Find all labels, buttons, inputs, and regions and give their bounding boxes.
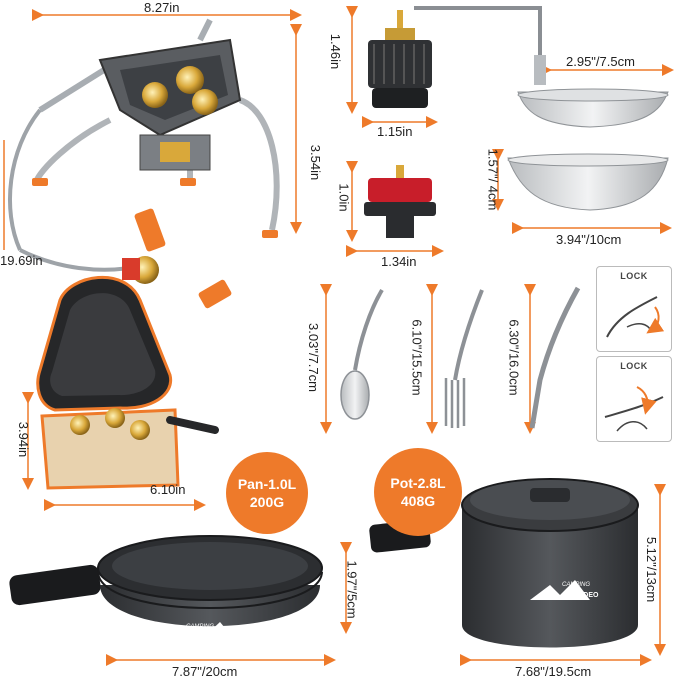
pan-height-label: 1.97"/5cm	[344, 560, 360, 619]
pan-brand-bottom: WADEO	[194, 633, 221, 640]
pan-brand-top: CAMPING	[186, 624, 215, 630]
hose-length-label: 19.69in	[0, 253, 43, 268]
bowl-drawing	[414, 6, 669, 211]
pan-badge-weight: 200G	[249, 494, 285, 510]
knife-length-label: 6.30"/16.0cm	[506, 319, 522, 396]
case-width-label: 6.10in	[150, 482, 186, 497]
hand-lock-icon	[606, 296, 665, 338]
lock-instruction-top: LOCK	[596, 266, 672, 352]
pan-drawing	[9, 535, 323, 640]
bowl-width-label: 3.94"/10cm	[556, 232, 622, 247]
pan-width-label: 7.87"/20cm	[172, 664, 238, 679]
pot-badge-weight: 408G	[400, 493, 436, 509]
pot-badge-name: Pot-2.8L	[390, 475, 446, 491]
adapter2-height-label: 1.0in	[336, 183, 352, 212]
utensils-drawing	[340, 286, 581, 429]
bowl-height-label: 1.57"/ 4cm	[485, 148, 501, 211]
pan-badge-name: Pan-1.0L	[237, 476, 297, 492]
pot-height-label: 5.12"/13cm	[644, 536, 660, 603]
fork-length-label: 6.10"/15.5cm	[409, 319, 425, 396]
dimension-lines	[3, 6, 674, 666]
case-drawing	[36, 275, 219, 490]
stove-drawing	[7, 18, 280, 309]
adapter1-height-label: 1.46in	[328, 33, 344, 70]
bowl-handle-label: 2.95"/7.5cm	[566, 54, 635, 69]
pot-width-label: 7.68"/19.5cm	[515, 664, 592, 679]
adapter2-width-label: 1.34in	[381, 254, 417, 269]
adapter1-width-label: 1.15in	[377, 124, 413, 139]
pan-badge: Pan-1.0L 200G	[226, 452, 308, 534]
adapter-1-drawing	[368, 10, 432, 108]
case-height-label: 3.94in	[16, 421, 32, 458]
pot-badge: Pot-2.8L 408G	[374, 448, 462, 536]
stove-height-label: 3.54in	[308, 144, 324, 181]
hand-unlock-icon	[604, 386, 664, 432]
pot-brand-top: CAMPING	[562, 582, 591, 588]
lock-label-bottom: LOCK	[620, 361, 648, 371]
spoon-length-label: 3.03"/7.7cm	[305, 323, 321, 392]
adapter-2-drawing	[364, 165, 436, 238]
stove-width-label: 8.27in	[144, 0, 180, 15]
pot-brand-bottom: WADEO	[572, 592, 599, 599]
lock-instruction-bottom: LOCK	[596, 356, 672, 442]
lock-label-top: LOCK	[620, 271, 648, 281]
pot-drawing	[369, 478, 639, 648]
